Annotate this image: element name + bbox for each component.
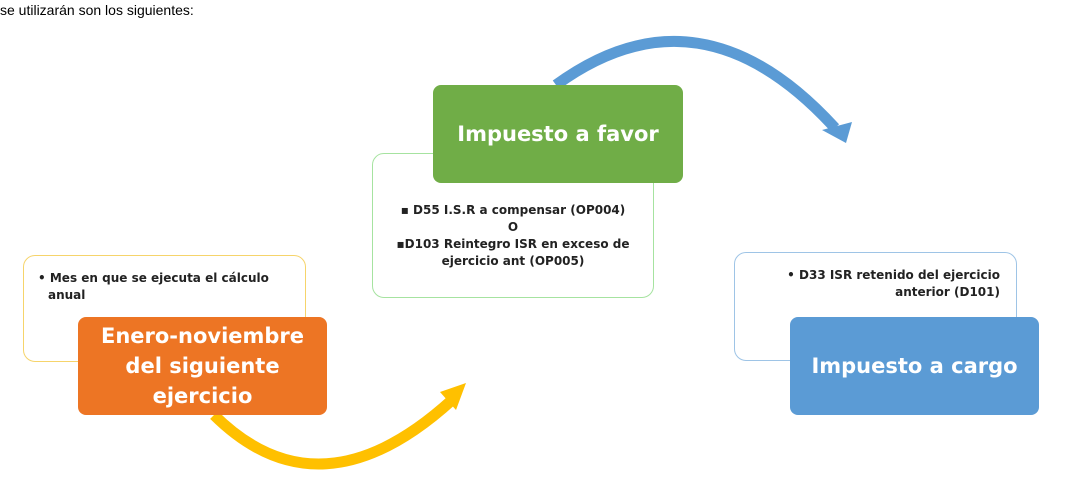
green-note-line: ▪D103 Reintegro ISR en exceso de — [396, 237, 630, 251]
green-note-line: ejercicio ant (OP005) — [441, 254, 585, 268]
blue-step-card: Impuesto a cargo — [790, 317, 1039, 415]
yellow-arrowhead — [440, 383, 466, 410]
green-step-card: Impuesto a favor — [433, 85, 683, 183]
blue-note-line: • D33 ISR retenido del ejercicio — [787, 268, 1000, 282]
green-note-line: O — [507, 220, 519, 234]
blue-step-title: Impuesto a cargo — [811, 354, 1018, 378]
orange-note-text: • Mes en que se ejecuta el cálculo anual — [38, 270, 298, 304]
blue-arrowhead — [822, 122, 852, 143]
green-note-line: ▪ D55 I.S.R a compensar (OP004) — [400, 203, 626, 217]
intro-text: se utilizarán son los siguientes: — [0, 2, 194, 18]
orange-note-label: Mes en que se ejecuta el cálculo anual — [48, 271, 269, 302]
green-note-text: ▪ D55 I.S.R a compensar (OP004) O ▪D103 … — [373, 202, 653, 270]
blue-flow-arrow — [552, 35, 840, 132]
blue-note-line: anterior (D101) — [895, 285, 1000, 299]
green-step-title: Impuesto a favor — [457, 122, 659, 146]
bullet: • — [38, 271, 46, 285]
yellow-flow-arrow — [210, 395, 456, 470]
orange-step-title: Enero-noviembre del siguiente ejercicio — [100, 324, 305, 408]
orange-step-card: Enero-noviembre del siguiente ejercicio — [78, 317, 327, 415]
blue-note-text: • D33 ISR retenido del ejercicio anterio… — [787, 267, 1000, 301]
